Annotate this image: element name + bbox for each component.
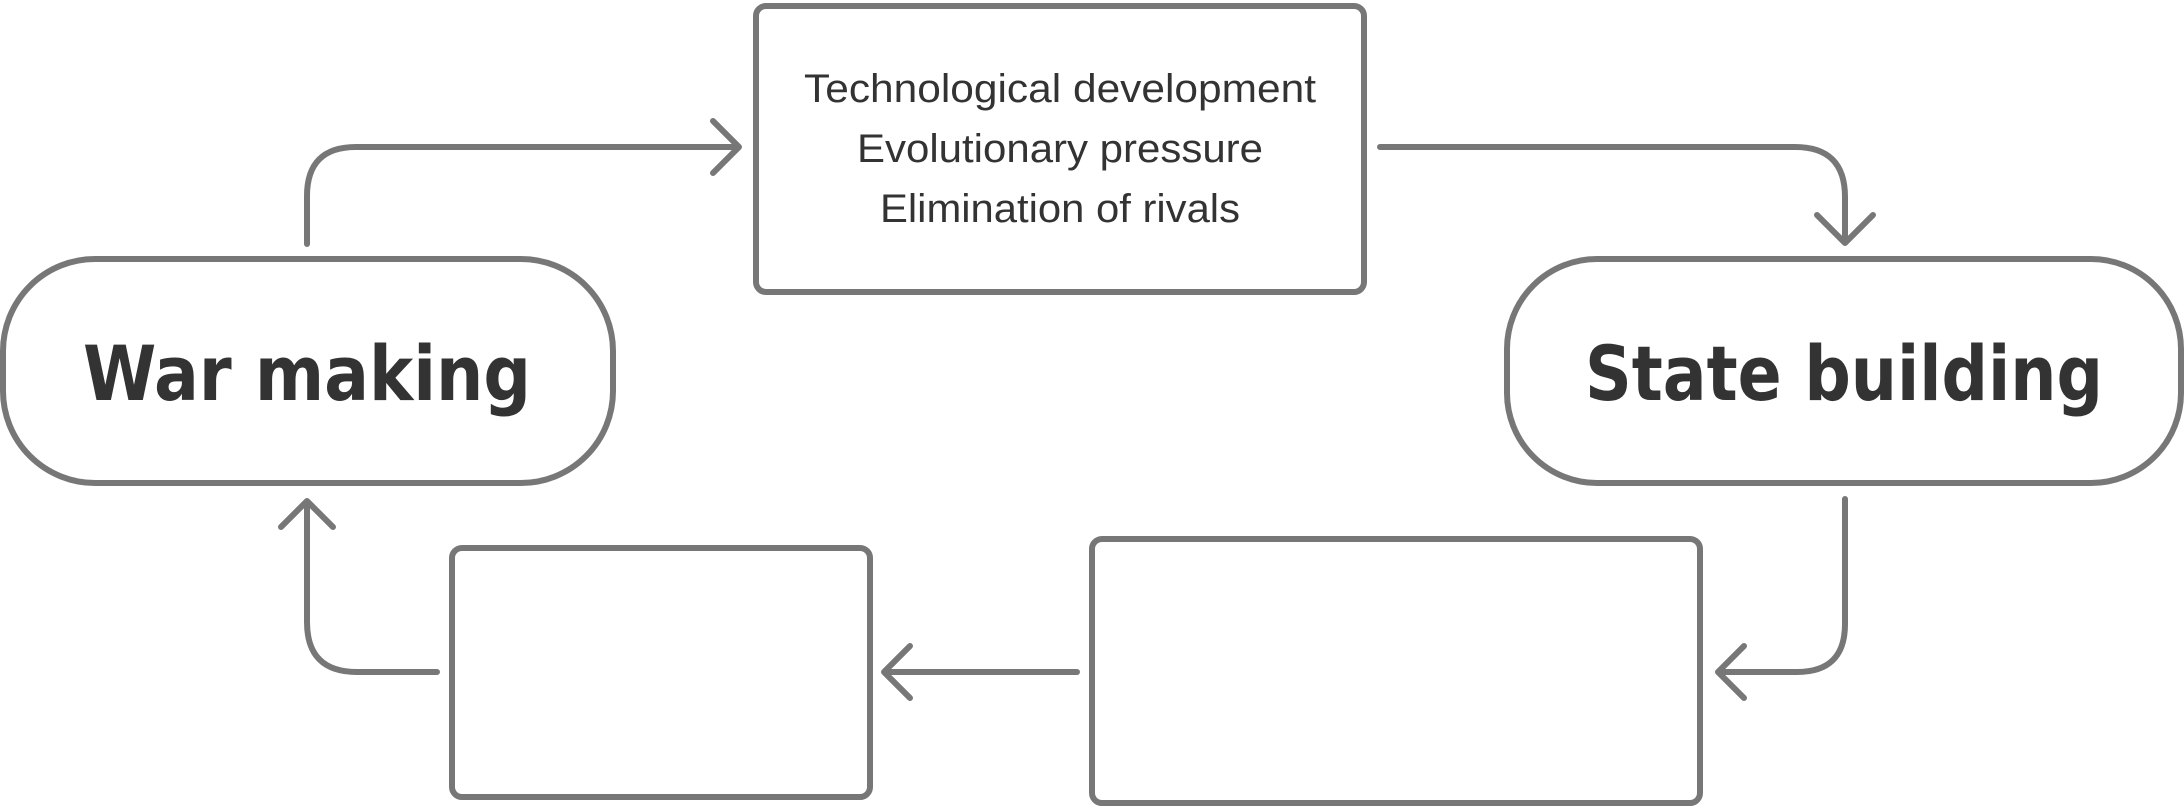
connector-mechanisms-to-state bbox=[1377, 144, 1876, 246]
arrowhead-right-icon bbox=[710, 118, 742, 176]
connector-bottom-left-to-war bbox=[278, 498, 440, 675]
connector-state-to-bottom-right bbox=[1715, 496, 1848, 701]
connector-bottom-right-to-bottom-left bbox=[881, 643, 1080, 701]
node-bottom-left-box bbox=[449, 545, 873, 800]
mechanism-line-1: Technological development bbox=[804, 67, 1316, 111]
arrowhead-left-icon bbox=[1715, 643, 1747, 701]
node-state-building: State building bbox=[1504, 256, 2184, 486]
node-war-making-label: War making bbox=[83, 329, 531, 418]
arrowhead-left-icon bbox=[881, 643, 913, 701]
node-mechanisms: Technological development Evolutionary p… bbox=[753, 3, 1367, 295]
mechanism-line-3: Elimination of rivals bbox=[880, 187, 1240, 231]
node-bottom-right-box bbox=[1089, 536, 1703, 806]
node-war-making: War making bbox=[0, 256, 616, 486]
arrowhead-up-icon bbox=[278, 498, 336, 530]
node-state-building-label: State building bbox=[1585, 329, 2103, 418]
arrowhead-down-icon bbox=[1814, 212, 1876, 246]
mechanism-line-2: Evolutionary pressure bbox=[857, 127, 1263, 171]
connector-war-to-mechanisms bbox=[304, 118, 742, 247]
